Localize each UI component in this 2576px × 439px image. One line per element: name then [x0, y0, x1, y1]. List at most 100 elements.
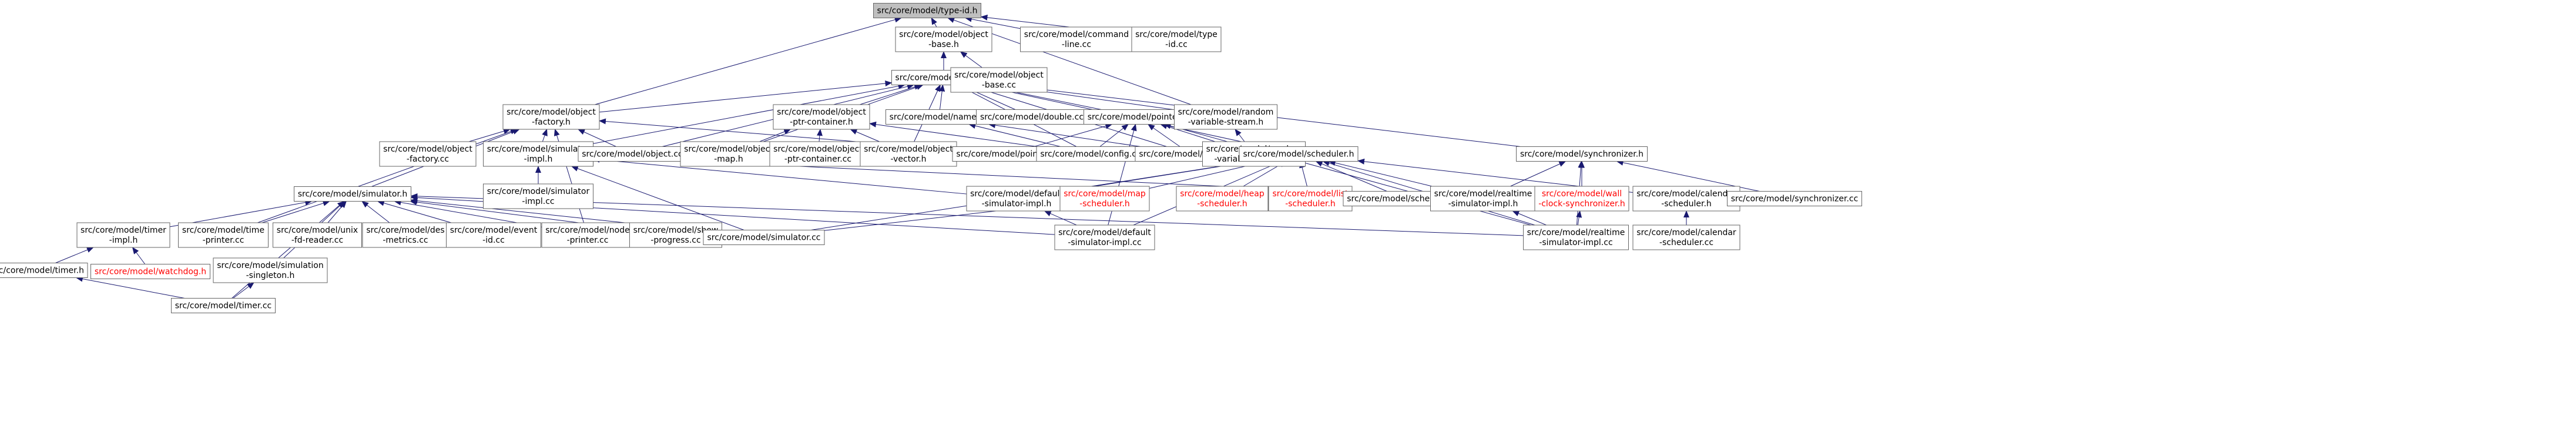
edge-ptr-container-h-to-config-cc — [869, 121, 1038, 147]
node-object-cc[interactable]: src/core/model/object.cc — [578, 146, 687, 162]
node-label-line: -impl.h — [109, 236, 138, 245]
node-timer-impl-h[interactable]: src/core/model/timer-impl.h — [76, 222, 170, 248]
node-box — [178, 222, 269, 248]
edge-ptr-container-h-to-object-vector-h — [850, 129, 880, 142]
node-object-map-h[interactable]: src/core/model/object-map.h — [680, 141, 777, 167]
node-box — [1523, 224, 1629, 250]
edge-simulation-singleton-h-to-timer-cc — [233, 282, 254, 299]
node-label-line: -simulator-impl.cc — [1539, 238, 1612, 247]
node-simulator-h[interactable]: src/core/model/simulator.h — [294, 186, 411, 202]
node-label-line: src/core/model/list — [1272, 189, 1349, 199]
edge-names-h-to-names-cc — [988, 122, 1141, 147]
node-object-factory-cc[interactable]: src/core/model/object-factory.cc — [379, 141, 477, 167]
node-time-printer-cc[interactable]: src/core/model/time-printer.cc — [178, 222, 269, 248]
edge-object-base-h-to-object-base-cc — [960, 51, 982, 68]
node-simulator-impl-h[interactable]: src/core/model/simulator-impl.h — [483, 141, 593, 167]
node-box — [541, 222, 634, 248]
node-ptr-container-cc[interactable]: src/core/model/object-ptr-container.cc — [769, 141, 867, 167]
node-pointer-h[interactable]: src/core/model/pointer.h — [1084, 109, 1192, 125]
edge-wall-clock-sync-h-to-realtime-sim-impl-cc — [1576, 210, 1582, 226]
node-label-line: -variable-stream.h — [1188, 118, 1264, 127]
node-box — [886, 109, 992, 125]
node-box — [1430, 186, 1536, 212]
node-label-line: src/core/model/object — [954, 71, 1044, 80]
node-map-scheduler-h[interactable]: src/core/model/map-scheduler.h — [1059, 186, 1150, 212]
node-simulator-impl-cc[interactable]: src/core/model/simulator-impl.cc — [483, 183, 593, 209]
node-label-line: src/core/model/wall — [1542, 189, 1622, 199]
node-object-base-cc[interactable]: src/core/model/object-base.cc — [950, 67, 1048, 93]
node-label-line: src/core/model/object — [684, 145, 773, 154]
node-calendar-scheduler-h[interactable]: src/core/model/calendar-scheduler.h — [1632, 186, 1740, 212]
node-synchronizer-cc[interactable]: src/core/model/synchronizer.cc — [1727, 191, 1862, 206]
node-random-stream-h[interactable]: src/core/model/random-variable-stream.h — [1174, 104, 1277, 130]
node-label-line: src/core/model/calendar — [1636, 228, 1736, 237]
node-realtime-sim-impl-cc[interactable]: src/core/model/realtime-simulator-impl.c… — [1523, 224, 1629, 250]
node-watchdog-h[interactable]: src/core/model/watchdog.h — [90, 264, 210, 279]
node-label-line: src/core/model/object.cc — [582, 150, 683, 159]
node-default-sim-impl-h[interactable]: src/core/model/default-simulator-impl.h — [966, 186, 1067, 212]
node-wall-clock-sync-h[interactable]: src/core/model/wall-clock-synchronizer.h — [1534, 186, 1629, 212]
node-box — [773, 104, 870, 130]
node-label-line: src/core/model/object — [864, 145, 953, 154]
node-simulator-cc[interactable]: src/core/model/simulator.cc — [703, 230, 825, 245]
node-label-line: src/core/model/event — [450, 226, 538, 235]
node-des-metrics-cc[interactable]: src/core/model/des-metrics.cc — [362, 222, 449, 248]
node-box — [1174, 104, 1277, 130]
node-label-line: src/core/model/object — [777, 108, 866, 117]
node-label-line: src/core/model/synchronizer.cc — [1731, 195, 1859, 204]
edge-ptr-container-h-to-ptr-container-cc — [816, 129, 823, 142]
node-object-factory-h[interactable]: src/core/model/object-factory.h — [502, 104, 600, 130]
node-label-line: src/core/model/timer.cc — [175, 301, 271, 311]
node-scheduler-h[interactable]: src/core/model/scheduler.h — [1239, 146, 1359, 162]
node-default-sim-impl-cc[interactable]: src/core/model/default-simulator-impl.cc — [1054, 224, 1155, 250]
node-label-line: src/core/model/time — [182, 226, 264, 235]
node-object-vector-h[interactable]: src/core/model/object-vector.h — [860, 141, 957, 167]
edge-simulator-h-to-timer-cc — [232, 200, 345, 299]
edge-simulator-h-to-unix-fd-reader-cc — [327, 200, 347, 223]
node-config-cc[interactable]: src/core/model/config.cc — [1036, 146, 1145, 162]
node-object-base-h[interactable]: src/core/model/object-base.h — [895, 26, 992, 52]
node-double-cc[interactable]: src/core/model/double.cc — [976, 109, 1088, 125]
node-node-printer-cc[interactable]: src/core/model/node-printer.cc — [541, 222, 634, 248]
node-ptr-container-h[interactable]: src/core/model/object-ptr-container.h — [773, 104, 870, 130]
node-label-line: src/core/model/object — [507, 108, 596, 117]
node-box — [273, 222, 362, 248]
node-label-line: src/core/model/default — [970, 189, 1063, 199]
node-simulation-singleton-h[interactable]: src/core/model/simulation-singleton.h — [213, 257, 328, 283]
node-label-line: -scheduler.h — [1079, 199, 1130, 209]
node-calendar-scheduler-cc[interactable]: src/core/model/calendar-scheduler.cc — [1632, 224, 1740, 250]
node-label-line: src/core/model/heap — [1180, 189, 1264, 199]
node-box — [1239, 146, 1359, 162]
edge-names-h-to-config-cc — [968, 123, 1061, 147]
edge-object-h-to-object-factory-h — [599, 80, 893, 113]
edge-simulator-h-to-des-metrics-cc — [361, 200, 390, 223]
node-box — [680, 141, 777, 167]
node-box — [1632, 186, 1740, 212]
node-timer-cc[interactable]: src/core/model/timer.cc — [171, 298, 276, 313]
node-label-line: src/core/model/unix — [277, 226, 358, 235]
node-label-line: -simulator-impl.h — [982, 199, 1052, 209]
node-heap-scheduler-h[interactable]: src/core/model/heap-scheduler.h — [1176, 186, 1269, 212]
node-command-line-cc[interactable]: src/core/model/command-line.cc — [1020, 26, 1133, 52]
node-label-line: src/core/model/timer — [80, 226, 166, 235]
node-type-id-cc[interactable]: src/core/model/type-id.cc — [1131, 26, 1222, 52]
node-label-line: -printer.cc — [567, 236, 609, 245]
node-unix-fd-reader-cc[interactable]: src/core/model/unix-fd-reader.cc — [273, 222, 362, 248]
node-list-scheduler-h[interactable]: src/core/model/list-scheduler.h — [1268, 186, 1353, 212]
node-timer-h[interactable]: src/core/model/timer.h — [0, 263, 88, 278]
node-box — [1268, 186, 1353, 212]
node-event-id-cc[interactable]: src/core/model/event-id.cc — [446, 222, 541, 248]
node-names-h[interactable]: src/core/model/names.h — [886, 109, 992, 125]
node-label-line: src/core/model/des — [366, 226, 444, 235]
edge-synchronizer-h-to-realtime-sim-impl-h — [1510, 161, 1567, 187]
node-label-line: src/core/model/simulator.h — [298, 190, 408, 199]
node-label-line: src/core/model/map — [1064, 189, 1146, 199]
nodes-layer: src/core/model/type-id.hsrc/core/model/o… — [0, 3, 1862, 313]
node-synchronizer-h[interactable]: src/core/model/synchronizer.h — [1516, 146, 1648, 162]
node-box — [1131, 26, 1222, 52]
node-box — [446, 222, 541, 248]
node-realtime-sim-impl-h[interactable]: src/core/model/realtime-simulator-impl.h — [1430, 186, 1536, 212]
node-label-line: -scheduler.h — [1197, 199, 1247, 209]
edge-timer-impl-h-to-watchdog-h — [132, 247, 146, 264]
